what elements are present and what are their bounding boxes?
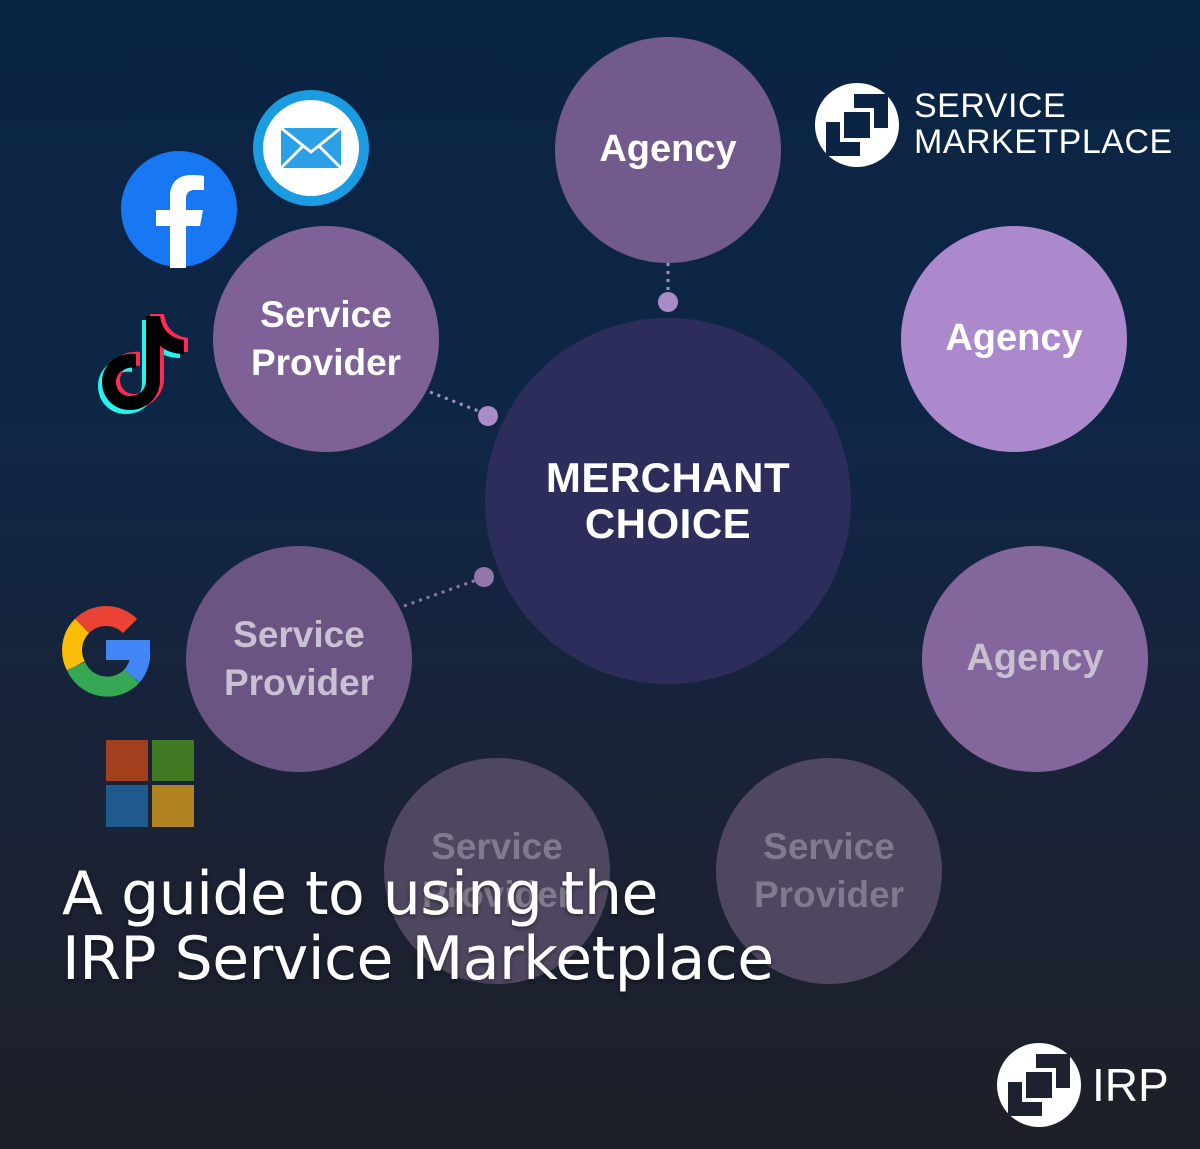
agency-label: Agency bbox=[966, 637, 1104, 680]
merchant-choice-bubble: MERCHANT CHOICE bbox=[485, 318, 851, 684]
headline-line1: A guide to using the bbox=[62, 859, 658, 929]
service-provider-bubble-bottom-left: Service Provider bbox=[384, 758, 610, 984]
connector-provider-top bbox=[429, 390, 487, 416]
email-icon bbox=[253, 90, 369, 206]
agency-label: Agency bbox=[945, 317, 1083, 360]
connector-dot-provider-top bbox=[478, 406, 498, 426]
agency-bubble-top: Agency bbox=[555, 37, 781, 263]
agency-bubble-right: Agency bbox=[901, 226, 1127, 452]
center-label-line2: CHOICE bbox=[584, 500, 752, 547]
tiktok-icon bbox=[98, 314, 188, 414]
facebook-icon bbox=[121, 151, 237, 268]
brand-mark-icon bbox=[815, 83, 899, 167]
google-icon bbox=[62, 606, 151, 697]
service-provider-bubble-bottom-right: Service Provider bbox=[716, 758, 942, 984]
brand-line2: MARKETPLACE bbox=[914, 123, 1173, 161]
service-provider-label-line2: Provider bbox=[753, 874, 905, 915]
irp-mark-icon bbox=[997, 1043, 1081, 1127]
agency-label: Agency bbox=[599, 128, 737, 171]
service-provider-label-line1: Service bbox=[260, 293, 392, 335]
microsoft-icon bbox=[106, 740, 194, 827]
service-provider-label-line2: Provider bbox=[250, 342, 402, 383]
connector-dot-agency bbox=[658, 292, 678, 312]
irp-logo-text: IRP bbox=[1092, 1059, 1169, 1111]
service-provider-bubble-left: Service Provider bbox=[186, 546, 412, 772]
agency-bubble-lower-right: Agency bbox=[922, 546, 1148, 772]
service-provider-label-line1: Service bbox=[233, 613, 365, 655]
connector-dot-provider-mid bbox=[474, 567, 494, 587]
service-provider-label-line2: Provider bbox=[223, 662, 375, 703]
service-provider-label-line2: Provider bbox=[421, 874, 573, 915]
service-marketplace-logo: SERVICE MARKETPLACE bbox=[814, 80, 1184, 170]
service-provider-label-line1: Service bbox=[763, 825, 895, 867]
center-label-line1: MERCHANT bbox=[545, 453, 791, 501]
brand-line1: SERVICE bbox=[914, 87, 1067, 126]
service-provider-label-line1: Service bbox=[431, 825, 563, 867]
connector-provider-mid bbox=[403, 576, 483, 608]
irp-logo: IRP bbox=[996, 1040, 1186, 1130]
service-provider-bubble-top-left: Service Provider bbox=[213, 226, 439, 452]
page-title: A guide to using the IRP Service Marketp… bbox=[62, 862, 1062, 992]
headline-line2: IRP Service Marketplace bbox=[62, 923, 774, 994]
